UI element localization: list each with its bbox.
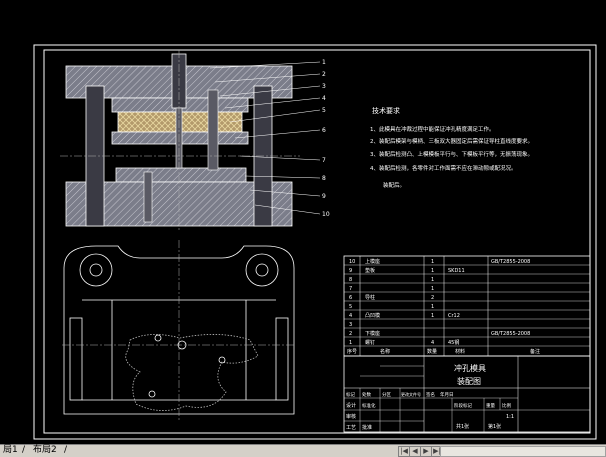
part-label: 8 xyxy=(322,175,326,182)
left-label: 批准 xyxy=(362,424,372,431)
bom-header-qty: 数量 xyxy=(427,348,437,355)
bom-name: 凸凹模 xyxy=(365,312,380,319)
part-label: 6 xyxy=(322,127,326,134)
outer-border xyxy=(33,44,597,440)
bom-no: 3 xyxy=(349,322,352,328)
bom-no: 5 xyxy=(349,304,352,310)
row-label: 分区 xyxy=(382,391,391,398)
bom-header-no: 序号 xyxy=(347,348,357,355)
bom-material: 45钢 xyxy=(448,339,459,346)
bom-qty: 2 xyxy=(431,295,434,301)
plan-view xyxy=(62,240,296,420)
left-label: 设计 xyxy=(346,402,356,409)
part-label: 1 xyxy=(322,59,326,66)
bom-qty: 1 xyxy=(431,286,434,292)
left-label: 审核 xyxy=(346,413,356,420)
bom-qty: 1 xyxy=(431,304,434,310)
row-label: 标记 xyxy=(346,391,355,398)
title-block xyxy=(343,355,591,433)
drawing-canvas[interactable]: 1 2 3 4 5 6 7 8 9 10 技术要求 1、此模具在冲裁过程中能保证… xyxy=(0,0,606,444)
bom-qty: 1 xyxy=(431,313,434,319)
bom-no: 1 xyxy=(349,340,352,346)
title-block-text: 冲孔模具 装配图 标记 处数 分区 更改文件号 签名 年月日 阶段标记 重量 比… xyxy=(346,363,514,431)
tab-model[interactable]: 局1 xyxy=(3,445,18,455)
note-item: 4、装配后检测，各零件对工作面需不应在滞动隙或配况况。 xyxy=(370,164,517,172)
bom-no: 4 xyxy=(349,313,352,319)
bom-name: 导柱 xyxy=(365,294,375,301)
bom-name: 上模座 xyxy=(365,258,380,265)
part-label: 10 xyxy=(322,211,330,218)
bom-std: GB/T2855-2008 xyxy=(491,331,530,337)
section-view xyxy=(60,50,321,232)
left-label: 工艺 xyxy=(346,425,356,431)
scale-label: 比例 xyxy=(502,402,511,409)
bom-qty: 1 xyxy=(431,268,434,274)
horizontal-scrollbar[interactable] xyxy=(440,446,606,457)
left-label: 标准化 xyxy=(362,402,376,409)
part-label: 5 xyxy=(322,107,326,114)
bom-no: 10 xyxy=(349,259,355,265)
part-label: 7 xyxy=(322,157,326,164)
note-item: 1、此模具在冲裁过程中能保证冲孔精度满足工作。 xyxy=(370,125,495,133)
part-label: 3 xyxy=(322,83,326,90)
row-label: 更改文件号 xyxy=(401,391,421,397)
drawing-subtitle: 装配图 xyxy=(457,376,481,386)
bom-qty: 1 xyxy=(431,277,434,283)
bom-name: 下模座 xyxy=(365,330,380,337)
row-label: 年月日 xyxy=(440,391,454,398)
row-label: 签名 xyxy=(426,391,435,398)
part-label: 2 xyxy=(322,71,326,78)
sheet-page: 第1张 xyxy=(488,423,501,430)
bom-std: GB/T2855-2008 xyxy=(491,259,530,265)
sheet-count: 共1张 xyxy=(456,423,469,430)
weight-label: 重量 xyxy=(486,402,495,409)
part-label: 9 xyxy=(322,193,326,200)
bom-material: SKD11 xyxy=(448,268,465,274)
tab-separator: / xyxy=(22,445,26,455)
part-number-labels: 1 2 3 4 5 6 7 8 9 10 xyxy=(322,59,330,218)
row-label: 处数 xyxy=(362,391,371,398)
bom-name: 垫板 xyxy=(365,267,375,274)
notes-title: 技术要求 xyxy=(372,106,400,115)
stage-label: 阶段标记 xyxy=(454,402,472,409)
bom-header-material: 材料 xyxy=(455,348,465,355)
bom-qty: 1 xyxy=(431,259,434,265)
technical-notes: 技术要求 1、此模具在冲裁过程中能保证冲孔精度满足工作。 2、装配后模架与模柄、… xyxy=(370,106,533,189)
note-item: 3、装配后检测凸、上模模板平行与、下模板平行等，无振荡现象。 xyxy=(370,150,533,158)
bom-table xyxy=(343,255,591,357)
bom-no: 6 xyxy=(349,295,352,301)
bom-name: 螺钉 xyxy=(365,339,375,346)
note-item: 2、装配后模架与模柄、三板双大器固定后需保证导柱直线度要求。 xyxy=(370,137,533,145)
bom-header-std: 备注 xyxy=(530,348,540,355)
bom-cells: 10 上模座 1 GB/T2855-2008 9 垫板 1 SKD11 8 1 … xyxy=(347,258,540,355)
bom-qty: 4 xyxy=(431,340,434,346)
bom-material: Cr12 xyxy=(448,313,460,319)
note-item: 装配后。 xyxy=(383,181,405,189)
tab-separator: / xyxy=(64,445,68,455)
bom-no: 8 xyxy=(349,277,352,283)
drawing-title: 冲孔模具 xyxy=(454,363,486,373)
bom-no: 2 xyxy=(349,331,352,337)
scale-value: 1:1 xyxy=(506,414,514,420)
bom-no: 7 xyxy=(349,286,352,292)
bom-no: 9 xyxy=(349,268,352,274)
part-label: 4 xyxy=(322,95,326,102)
inner-border xyxy=(43,49,591,434)
layout-tab-bar: 局1 / 布局2 / |◀ ◀ ▶ ▶| xyxy=(0,444,606,457)
bom-header-name: 名称 xyxy=(380,348,390,355)
tab-layout2[interactable]: 布局2 xyxy=(33,445,57,455)
